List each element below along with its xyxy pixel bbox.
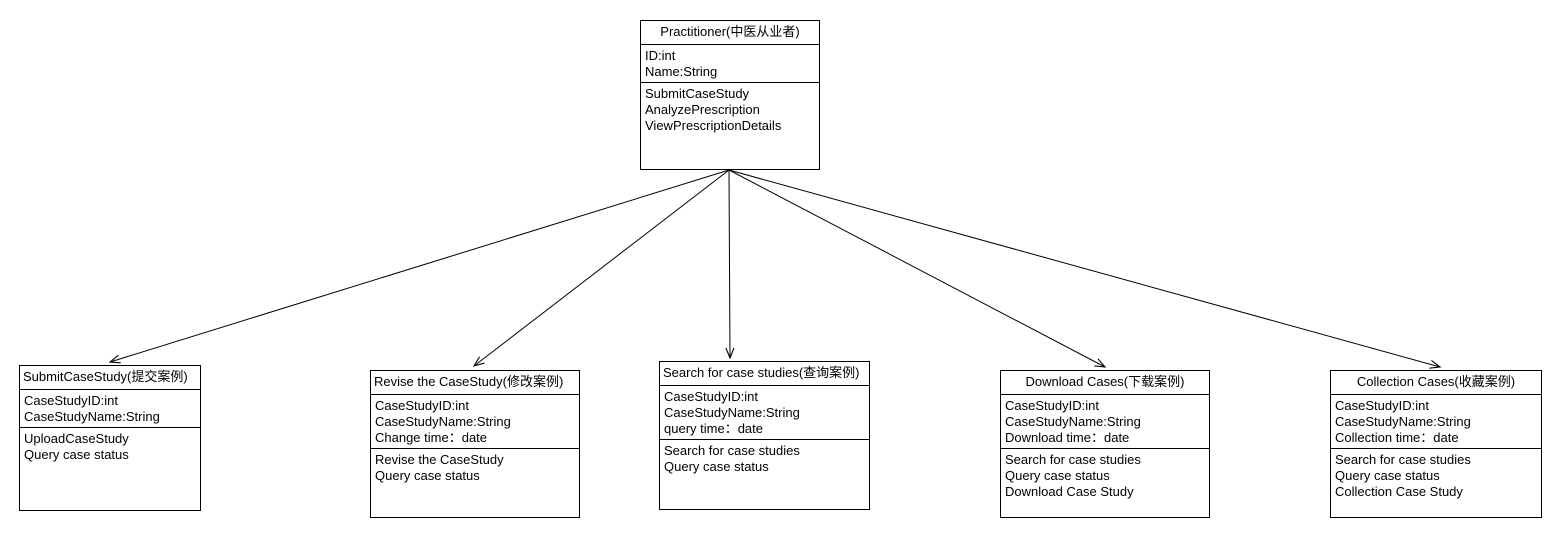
class-box-search-case-studies[interactable]: Search for case studies(查询案例) CaseStudyI… <box>659 361 870 510</box>
class-operations-practitioner: SubmitCaseStudy AnalyzePrescription View… <box>641 83 819 138</box>
operation-item: Query case status <box>664 459 769 474</box>
attribute-item: ID:int <box>645 48 676 63</box>
operation-item: Query case status <box>1335 468 1440 483</box>
operation-item: UploadCaseStudy <box>24 431 129 446</box>
class-operations-download-cases: Search for case studies Query case statu… <box>1001 449 1209 504</box>
attribute-item: CaseStudyID:int <box>1335 398 1429 413</box>
class-attributes-practitioner: ID:int Name:String <box>641 45 819 83</box>
operation-item: AnalyzePrescription <box>645 102 760 117</box>
class-attributes-search-case-studies: CaseStudyID:int CaseStudyName:String que… <box>660 386 869 440</box>
edge-practitioner-to-collection-cases <box>728 169 1442 369</box>
attribute-item: CaseStudyName:String <box>664 405 800 420</box>
class-name-submit-case-study: SubmitCaseStudy(提交案例) <box>20 366 200 390</box>
class-operations-collection-cases: Search for case studies Query case statu… <box>1331 449 1541 504</box>
attribute-item: CaseStudyID:int <box>375 398 469 413</box>
edge-practitioner-to-download-cases <box>728 169 1107 368</box>
operation-item: SubmitCaseStudy <box>645 86 750 101</box>
operation-item: Query case status <box>375 468 480 483</box>
attribute-item: CaseStudyName:String <box>24 409 160 424</box>
class-name-search-case-studies: Search for case studies(查询案例) <box>660 362 869 386</box>
class-box-download-cases[interactable]: Download Cases(下载案例) CaseStudyID:int Cas… <box>1000 370 1210 518</box>
attribute-item: Name:String <box>645 64 718 79</box>
class-attributes-collection-cases: CaseStudyID:int CaseStudyName:String Col… <box>1331 395 1541 449</box>
attribute-item: CaseStudyID:int <box>664 389 758 404</box>
edge-practitioner-to-revise-case-study <box>472 169 730 367</box>
class-attributes-download-cases: CaseStudyID:int CaseStudyName:String Dow… <box>1001 395 1209 449</box>
operation-item: Search for case studies <box>1005 452 1141 467</box>
class-name-revise-case-study: Revise the CaseStudy(修改案例) <box>371 371 579 395</box>
operation-item: Search for case studies <box>664 443 800 458</box>
class-box-collection-cases[interactable]: Collection Cases(收藏案例) CaseStudyID:int C… <box>1330 370 1542 518</box>
class-name-download-cases: Download Cases(下载案例) <box>1001 371 1209 395</box>
operation-item: Query case status <box>1005 468 1110 483</box>
class-operations-submit-case-study: UploadCaseStudy Query case status <box>20 428 200 467</box>
class-attributes-submit-case-study: CaseStudyID:int CaseStudyName:String <box>20 390 200 428</box>
class-name-practitioner: Practitioner(中医从业者) <box>641 21 819 45</box>
edge-practitioner-to-submit-case-study <box>108 169 730 364</box>
class-box-revise-case-study[interactable]: Revise the CaseStudy(修改案例) CaseStudyID:i… <box>370 370 580 518</box>
class-name-collection-cases: Collection Cases(收藏案例) <box>1331 371 1541 395</box>
class-operations-revise-case-study: Revise the CaseStudy Query case status <box>371 449 579 488</box>
attribute-item: Download time：date <box>1005 430 1130 445</box>
operation-item: Collection Case Study <box>1335 484 1463 499</box>
attribute-item: Collection time：date <box>1335 430 1459 445</box>
attribute-item: CaseStudyID:int <box>24 393 118 408</box>
attribute-item: Change time：date <box>375 430 488 445</box>
class-box-submit-case-study[interactable]: SubmitCaseStudy(提交案例) CaseStudyID:int Ca… <box>19 365 201 511</box>
operation-item: Download Case Study <box>1005 484 1134 499</box>
attribute-item: CaseStudyName:String <box>375 414 511 429</box>
operation-item: Revise the CaseStudy <box>375 452 504 467</box>
attribute-item: CaseStudyID:int <box>1005 398 1099 413</box>
edge-practitioner-to-search-case-studies <box>725 169 735 360</box>
attribute-item: CaseStudyName:String <box>1005 414 1141 429</box>
attribute-item: query time：date <box>664 421 763 436</box>
operation-item: Search for case studies <box>1335 452 1471 467</box>
class-operations-search-case-studies: Search for case studies Query case statu… <box>660 440 869 479</box>
operation-item: ViewPrescriptionDetails <box>645 118 782 133</box>
class-box-practitioner[interactable]: Practitioner(中医从业者) ID:int Name:String S… <box>640 20 820 170</box>
class-attributes-revise-case-study: CaseStudyID:int CaseStudyName:String Cha… <box>371 395 579 449</box>
operation-item: Query case status <box>24 447 129 462</box>
attribute-item: CaseStudyName:String <box>1335 414 1471 429</box>
